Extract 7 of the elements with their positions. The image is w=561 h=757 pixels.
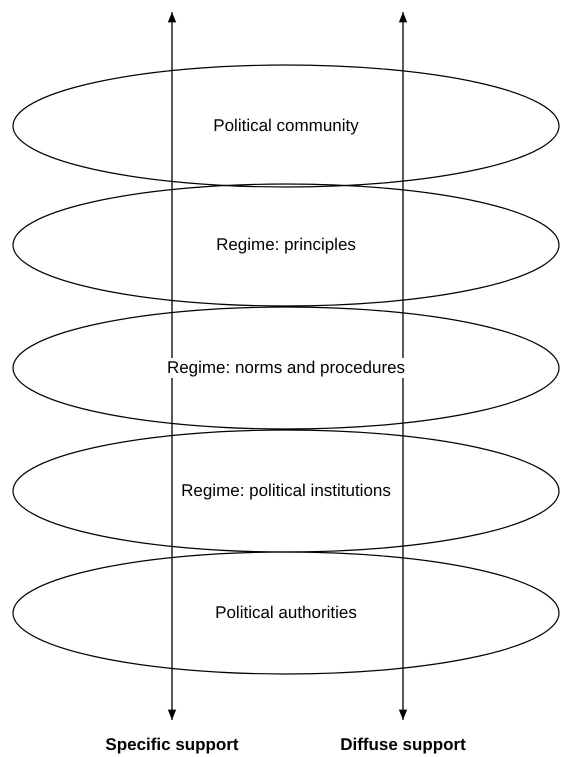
layer-ellipse: [12, 551, 560, 675]
layer-ellipse: [12, 64, 560, 188]
layer-ellipse: [12, 183, 560, 307]
layer-ellipse: [12, 306, 560, 430]
axis-label: Specific support: [105, 735, 239, 755]
axis-label: Diffuse support: [340, 735, 466, 755]
layer-ellipse: [12, 429, 560, 553]
